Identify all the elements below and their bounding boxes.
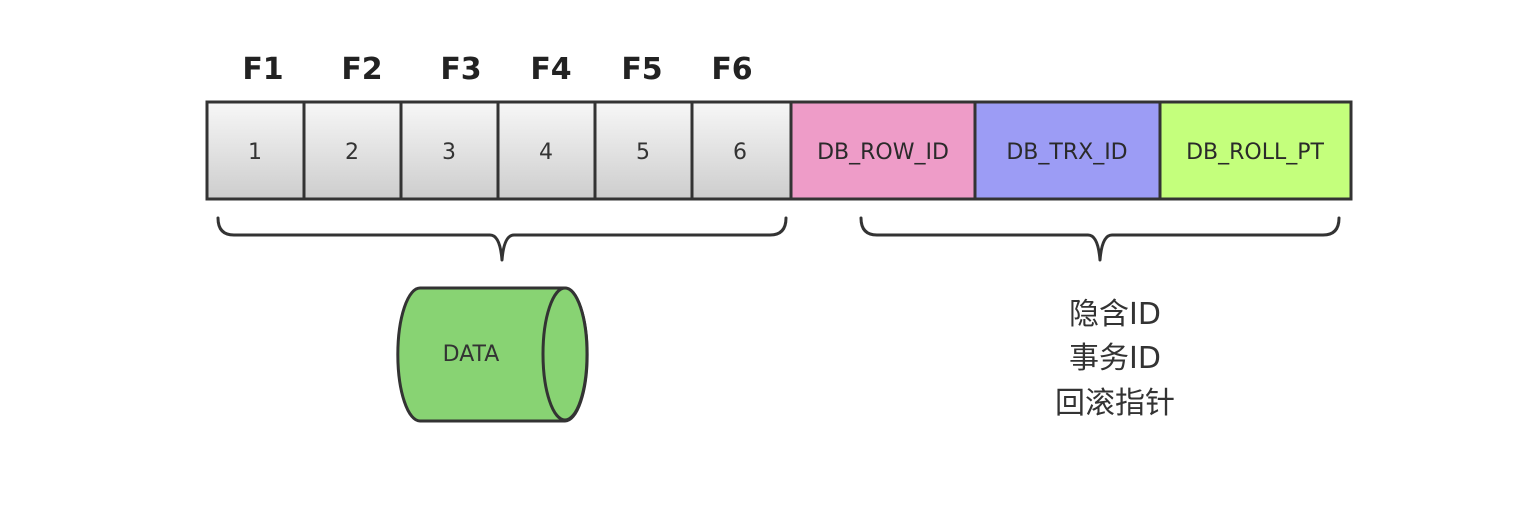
data-cells: 1 2 3 4 5 6	[205, 100, 793, 201]
data-cell-6	[690, 100, 793, 201]
data-cell-value-3: 3	[442, 140, 456, 165]
data-brace	[216, 216, 788, 262]
data-cell-2	[302, 100, 403, 201]
hidden-note-line-1: 隐含ID	[1069, 297, 1161, 332]
hidden-label-db-trx-id: DB_TRX_ID	[1006, 140, 1127, 165]
data-cell-1	[205, 100, 306, 201]
hidden-columns: DB_ROW_ID DB_TRX_ID DB_ROLL_PT	[789, 100, 1353, 201]
hidden-brace	[859, 216, 1341, 262]
hidden-cell-db-row-id	[789, 100, 977, 201]
field-header-f3: F3	[440, 52, 481, 87]
data-cell-value-5: 5	[636, 140, 650, 165]
data-cell-3	[399, 100, 500, 201]
cylinder-label: DATA	[443, 342, 500, 367]
field-header-f1: F1	[242, 52, 283, 87]
field-headers: F1 F2 F3 F4 F5 F6	[242, 52, 752, 87]
hidden-label-db-row-id: DB_ROW_ID	[817, 140, 949, 165]
hidden-note: 隐含ID 事务ID 回滚指针	[1055, 297, 1175, 421]
cylinder-end	[541, 286, 589, 422]
data-cell-value-4: 4	[539, 140, 553, 165]
data-cell-5	[593, 100, 694, 201]
hidden-cell-db-roll-pt	[1158, 100, 1353, 201]
hidden-cell-db-trx-id	[973, 100, 1162, 201]
field-header-f5: F5	[621, 52, 662, 87]
data-cell-value-1: 1	[248, 140, 262, 165]
data-cell-value-2: 2	[345, 140, 359, 165]
data-cell-value-6: 6	[733, 140, 747, 165]
hidden-note-line-3: 回滚指针	[1055, 386, 1175, 421]
field-header-f6: F6	[711, 52, 752, 87]
hidden-label-db-roll-pt: DB_ROLL_PT	[1186, 140, 1324, 165]
hidden-note-line-2: 事务ID	[1069, 341, 1161, 376]
field-header-f2: F2	[341, 52, 382, 87]
field-header-f4: F4	[530, 52, 571, 87]
data-cylinder: DATA	[396, 286, 589, 423]
